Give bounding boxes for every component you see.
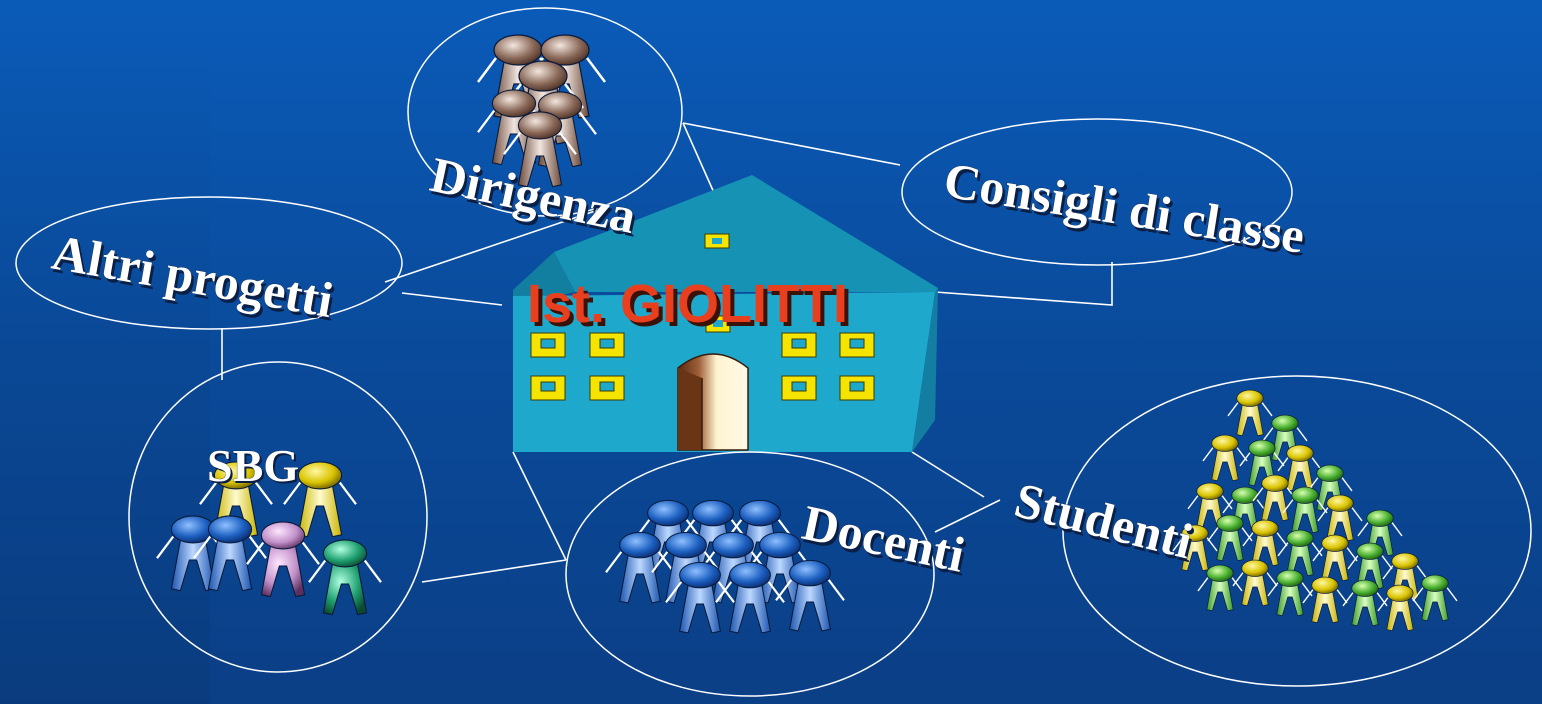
person-figure <box>1342 579 1388 627</box>
person-figure <box>1202 434 1248 482</box>
school-title: Ist. GIOLITTI <box>527 274 848 334</box>
studenti-node <box>1062 375 1532 687</box>
group-brown-people-icon <box>477 34 606 188</box>
person-figure <box>308 539 382 616</box>
group-mixed-people-icon <box>156 461 382 616</box>
person-figure <box>1267 569 1313 617</box>
person-figure <box>605 531 675 604</box>
person-figure <box>246 521 320 598</box>
person-figure <box>1172 524 1218 572</box>
person-figure <box>1227 389 1273 437</box>
person-figure <box>1207 514 1253 562</box>
consigli-label-group: Consigli di classe Consigli di classe <box>940 151 1311 267</box>
person-figure <box>1317 494 1363 542</box>
door-icon <box>677 353 749 451</box>
consigli-label: Consigli di classe <box>940 152 1308 264</box>
person-figure <box>1412 574 1458 622</box>
altri-label: Altri progetti <box>48 224 337 328</box>
person-figure <box>1377 584 1423 632</box>
person-figure <box>715 561 785 634</box>
school-building-icon <box>513 175 938 452</box>
consigli-node <box>901 118 1293 266</box>
person-figure <box>1242 519 1288 567</box>
sbg-node <box>128 361 428 673</box>
docenti-node <box>565 451 935 697</box>
person-figure <box>1187 482 1233 530</box>
person-figure <box>1282 486 1328 534</box>
window-group-left <box>530 332 625 401</box>
person-figure <box>1312 534 1358 582</box>
person-figure <box>283 461 357 538</box>
window-group-right <box>781 332 875 401</box>
altri-node <box>15 196 403 330</box>
svg-text:SBG: SBG <box>209 442 301 493</box>
group-green-yellow-people-icon <box>1172 389 1458 632</box>
person-figure <box>775 559 845 632</box>
group-blue-people-icon <box>605 499 845 634</box>
person-figure <box>193 515 267 592</box>
studenti-label-group: Studenti Studenti <box>1009 471 1200 573</box>
sbg-label-group: SBG SBG <box>207 440 301 493</box>
connector-lines <box>221 122 1113 583</box>
sbg-label: SBG <box>207 440 299 491</box>
person-figure <box>1232 559 1278 607</box>
studenti-label: Studenti <box>1009 471 1198 569</box>
person-figure <box>1262 414 1308 462</box>
person-figure <box>1302 576 1348 624</box>
person-figure <box>503 111 577 188</box>
person-figure <box>1197 564 1243 612</box>
dirigenza-node <box>407 7 683 217</box>
school-title-shadow: Ist. GIOLITTI <box>531 278 852 338</box>
person-figure <box>665 561 735 634</box>
person-figure <box>1277 529 1323 577</box>
